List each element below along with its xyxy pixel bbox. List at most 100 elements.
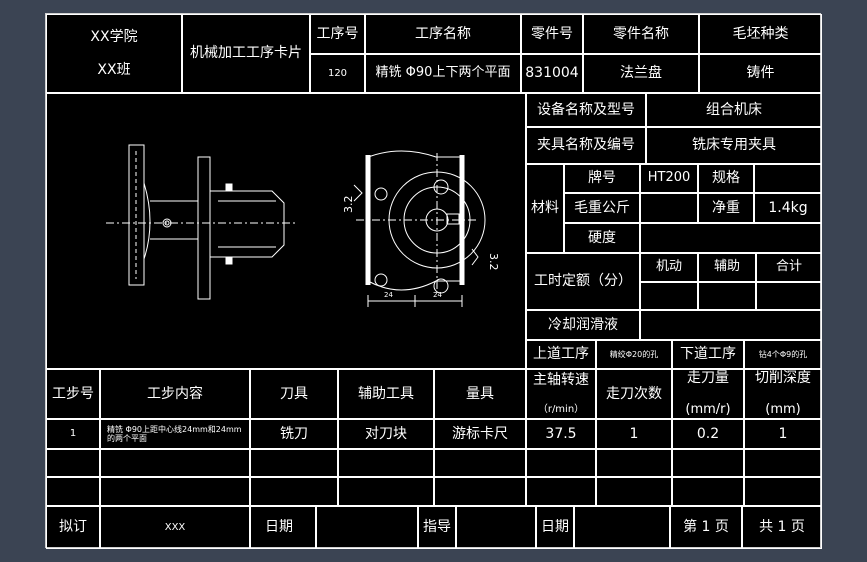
date-value-2 [574, 506, 670, 549]
total-time-value [756, 282, 822, 310]
row2-feed [672, 449, 744, 477]
prev-op-label: 上道工序 [526, 340, 596, 369]
equipment-value: 组合机床 [646, 93, 822, 127]
date-label-1: 日期 [250, 506, 316, 549]
col-passes: 走刀次数 [596, 369, 672, 419]
equipment-label: 设备名称及型号 [526, 93, 646, 127]
time-quota-label: 工时定额（分） [526, 253, 640, 310]
hardness-label: 硬度 [564, 223, 640, 253]
col-content: 工步内容 [100, 369, 250, 419]
spec-value [754, 164, 822, 193]
dim-right: 24 [433, 291, 442, 299]
row2-aux-tool [338, 449, 434, 477]
net-weight-value: 1.4kg [754, 193, 822, 223]
part-drawing: 3.2 3.2 24 24 [106, 144, 500, 307]
row1-spindle-speed: 37.5 [526, 419, 596, 449]
next-op-label: 下道工序 [672, 340, 744, 369]
col-feed: 走刀量 (mm/r) [672, 369, 744, 419]
prev-op-value: 精绞Φ20的孔 [596, 340, 672, 369]
row3-tool [250, 477, 338, 506]
row1-gauge: 游标卡尺 [434, 419, 526, 449]
coolant-value [640, 310, 822, 340]
row2-gauge [434, 449, 526, 477]
gross-weight-label: 毛重公斤 [564, 193, 640, 223]
row1-tool: 铣刀 [250, 419, 338, 449]
compiled-value: XXX [100, 506, 250, 549]
row1-aux-tool: 对刀块 [338, 419, 434, 449]
coolant-label: 冷却润滑液 [526, 310, 640, 340]
blank-type-value: 铸件 [699, 54, 822, 93]
row3-step-no [46, 477, 100, 506]
grade-value: HT200 [640, 164, 698, 193]
fixture-label: 夹具名称及编号 [526, 127, 646, 164]
hardness-value [640, 223, 822, 253]
row3-feed [672, 477, 744, 506]
feed-unit: (mm/r) [685, 401, 731, 417]
op-name-label: 工序名称 [365, 14, 521, 54]
card-title: 机械加工工序卡片 [182, 14, 310, 93]
row3-passes [596, 477, 672, 506]
school-name: XX学院 [90, 29, 138, 46]
process-card-sheet: XX学院 XX班 机械加工工序卡片 工序号 工序名称 零件号 零件名称 毛坯种类… [45, 13, 822, 549]
net-weight-label: 净重 [698, 193, 754, 223]
op-no-value: 120 [310, 54, 365, 93]
spindle-speed-unit: （r/min） [537, 404, 585, 416]
col-gauge: 量具 [434, 369, 526, 419]
part-name-label: 零件名称 [583, 14, 699, 54]
col-step-no: 工步号 [46, 369, 100, 419]
drawing-area [46, 93, 526, 369]
row2-depth [744, 449, 822, 477]
date-label-2: 日期 [536, 506, 574, 549]
row3-depth [744, 477, 822, 506]
dim-left: 24 [384, 291, 393, 299]
row2-content [100, 449, 250, 477]
fixture-value: 铣床专用夹具 [646, 127, 822, 164]
feed-label: 走刀量 [686, 370, 729, 387]
spec-label: 规格 [698, 164, 754, 193]
depth-unit: (mm) [765, 401, 801, 417]
row2-passes [596, 449, 672, 477]
aux-time-value [698, 282, 756, 310]
col-tool: 刀具 [250, 369, 338, 419]
spindle-speed-label: 主轴转速 [533, 372, 589, 389]
aux-time-label: 辅助 [698, 253, 756, 282]
roughness-right: 3.2 [487, 253, 500, 271]
row1-feed: 0.2 [672, 419, 744, 449]
row1-step-no: 1 [46, 419, 100, 449]
review-label: 指导 [418, 506, 456, 549]
op-no-label: 工序号 [310, 14, 365, 54]
row3-content [100, 477, 250, 506]
school-cell: XX学院 XX班 [46, 14, 182, 93]
row3-aux-tool [338, 477, 434, 506]
front-view [353, 150, 486, 307]
part-no-label: 零件号 [521, 14, 583, 54]
review-value [456, 506, 536, 549]
col-aux-tool: 辅助工具 [338, 369, 434, 419]
machine-time-value [640, 282, 698, 310]
page-total: 共 1 页 [742, 506, 822, 549]
blank-type-label: 毛坯种类 [699, 14, 822, 54]
row1-content: 精铣 Φ90上距中心线24mm和24mm的两个平面 [100, 419, 250, 449]
row3-spindle-speed [526, 477, 596, 506]
date-value-1 [316, 506, 418, 549]
col-depth: 切削深度 (mm) [744, 369, 822, 419]
col-spindle-speed: 主轴转速 （r/min） [526, 369, 596, 419]
side-view [106, 144, 296, 300]
row2-spindle-speed [526, 449, 596, 477]
part-name-value: 法兰盘 [583, 54, 699, 93]
row1-passes: 1 [596, 419, 672, 449]
machine-time-label: 机动 [640, 253, 698, 282]
row2-step-no [46, 449, 100, 477]
roughness-left: 3.2 [342, 196, 355, 214]
compiled-label: 拟订 [46, 506, 100, 549]
page-number: 第 1 页 [670, 506, 742, 549]
row2-tool [250, 449, 338, 477]
material-label: 材料 [526, 164, 564, 253]
class-name: XX班 [97, 61, 131, 78]
depth-label: 切削深度 [755, 370, 811, 387]
next-op-value: 钻4个Φ9的孔 [744, 340, 822, 369]
grade-label: 牌号 [564, 164, 640, 193]
row1-depth: 1 [744, 419, 822, 449]
op-name-value: 精铣 Φ90上下两个平面 [365, 54, 521, 93]
total-time-label: 合计 [756, 253, 822, 282]
